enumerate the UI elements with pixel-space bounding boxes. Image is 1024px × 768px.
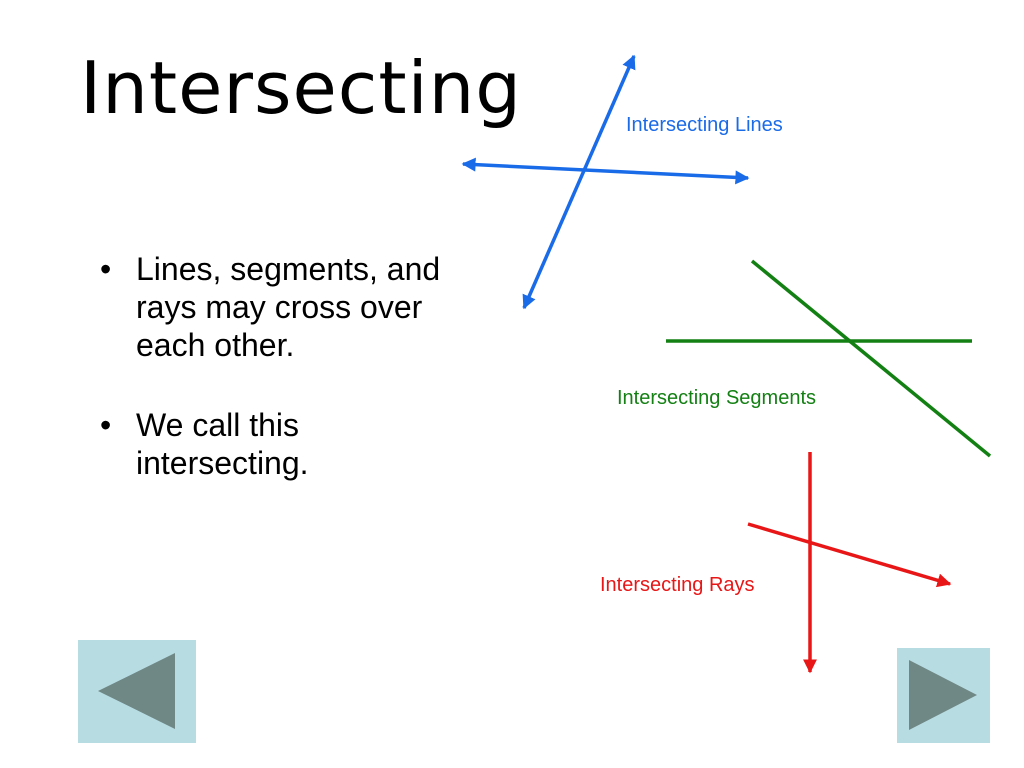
bullet-item: • We call this intersecting. — [100, 406, 460, 482]
caption-intersecting-segments: Intersecting Segments — [617, 387, 816, 409]
blue-line-steep — [522, 54, 636, 310]
caption-intersecting-lines: Intersecting Lines — [626, 114, 783, 136]
slide-title: Intersecting — [80, 46, 522, 130]
blue-line-horizontal — [461, 157, 750, 185]
bullet-dot: • — [100, 407, 112, 443]
previous-slide-button[interactable] — [78, 640, 196, 743]
triangle-right-icon — [909, 660, 977, 730]
caption-intersecting-rays: Intersecting Rays — [600, 574, 755, 596]
bullet-item: • Lines, segments, and rays may cross ov… — [100, 250, 460, 364]
red-ray-diagonal — [747, 522, 952, 588]
next-slide-button[interactable] — [897, 648, 990, 743]
triangle-left-icon — [98, 653, 175, 729]
bullet-list: • Lines, segments, and rays may cross ov… — [100, 250, 460, 482]
bullet-dot: • — [100, 251, 112, 287]
bullet-text: Lines, segments, and rays may cross over… — [136, 251, 441, 363]
green-segment-diagonal — [750, 259, 992, 458]
bullet-text: We call this intersecting. — [136, 407, 309, 481]
